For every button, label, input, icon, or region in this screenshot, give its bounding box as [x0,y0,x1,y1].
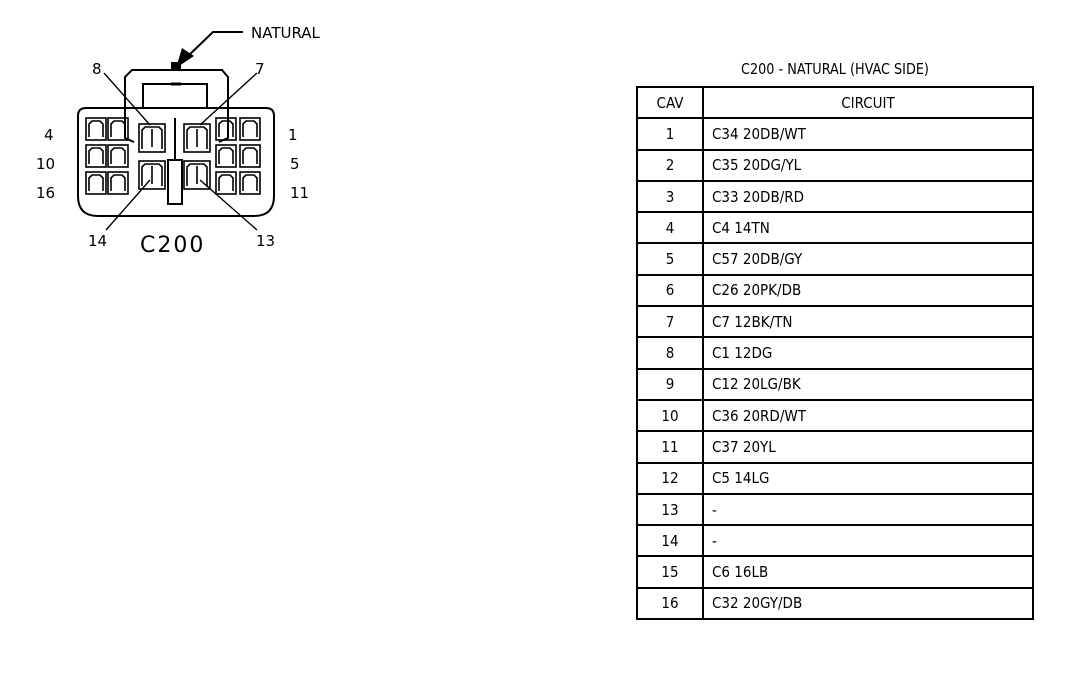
terminal-cavity [183,160,211,190]
circuit-cell: C7 12BK/TN [702,305,1034,339]
circuit-cell: C4 14TN [702,211,1034,245]
pin-label-5: 5 [290,155,300,173]
circuit-cell: C12 20LG/BK [702,367,1034,401]
connector-body [77,107,275,217]
header-circuit: CIRCUIT [702,85,1034,120]
cav-cell: 3 [636,179,704,214]
center-key [167,159,183,205]
pin-label-11: 11 [290,184,309,202]
circuit-cell: - [702,524,1034,558]
connector-latch [124,69,229,107]
pin-label-1: 1 [288,126,298,144]
terminal-cavity [85,117,107,141]
natural-label: NATURAL [251,24,321,42]
circuit-cell: C26 20PK/DB [702,273,1034,308]
pin-label-4: 4 [44,126,54,144]
connector-diagram: NATURAL 8 7 4 10 16 1 5 11 14 13 C200 [36,24,321,258]
circuit-cell: C6 16LB [702,555,1034,589]
cav-cell: 13 [636,492,704,527]
terminal-cavity [85,171,107,195]
table-row: 14- [636,524,1034,558]
terminal-cavity [239,171,261,195]
cav-cell: 5 [636,242,704,276]
terminal-cavity [107,144,129,168]
circuit-cell: C5 14LG [702,461,1034,495]
pin-label-13: 13 [256,232,275,250]
pin-label-10: 10 [36,155,55,173]
natural-leader-line [185,31,243,59]
header-cav: CAV [636,85,704,120]
terminal-cavity [183,123,211,153]
cav-cell: 11 [636,430,704,464]
cav-cell: 7 [636,305,704,339]
table-row: 13- [636,492,1034,527]
terminal-cavity [239,144,261,168]
cav-cell: 1 [636,117,704,151]
pin-label-14: 14 [88,232,107,250]
terminal-cavity [215,117,237,141]
terminal-cavity [215,144,237,168]
cav-cell: 14 [636,524,704,558]
terminal-cavity [107,171,129,195]
cav-cell: 4 [636,211,704,245]
pin-label-7: 7 [255,60,265,78]
pin-label-16: 16 [36,184,55,202]
circuit-cell: C37 20YL [702,430,1034,464]
pin-label-8: 8 [92,60,102,78]
terminal-cavity [215,171,237,195]
circuit-cell: C34 20DB/WT [702,117,1034,151]
table-header-row: CAV CIRCUIT [636,85,1034,120]
cav-cell: 12 [636,461,704,495]
cav-cell: 15 [636,555,704,589]
circuit-cell: C1 12DG [702,336,1034,370]
cav-cell: 2 [636,148,704,182]
cav-cell: 10 [636,398,704,433]
cav-cell: 9 [636,367,704,401]
circuit-cell: C57 20DB/GY [702,242,1034,276]
connector-name: C200 [140,233,205,258]
cav-cell: 6 [636,273,704,308]
terminal-cavity [107,117,129,141]
latch-window [142,83,208,109]
circuit-cell: C33 20DB/RD [702,179,1034,214]
cav-cell: 16 [636,586,704,621]
circuit-cell: C32 20GY/DB [702,586,1034,621]
terminal-cavity [138,123,166,153]
cav-cell: 8 [636,336,704,370]
table-title: C200 - NATURAL (HVAC SIDE) [741,60,929,78]
circuit-cell: C35 20DG/YL [702,148,1034,182]
terminal-cavity [138,160,166,190]
terminal-cavity [239,117,261,141]
circuit-cell: C36 20RD/WT [702,398,1034,433]
terminal-cavity [85,144,107,168]
circuit-cell: - [702,492,1034,527]
